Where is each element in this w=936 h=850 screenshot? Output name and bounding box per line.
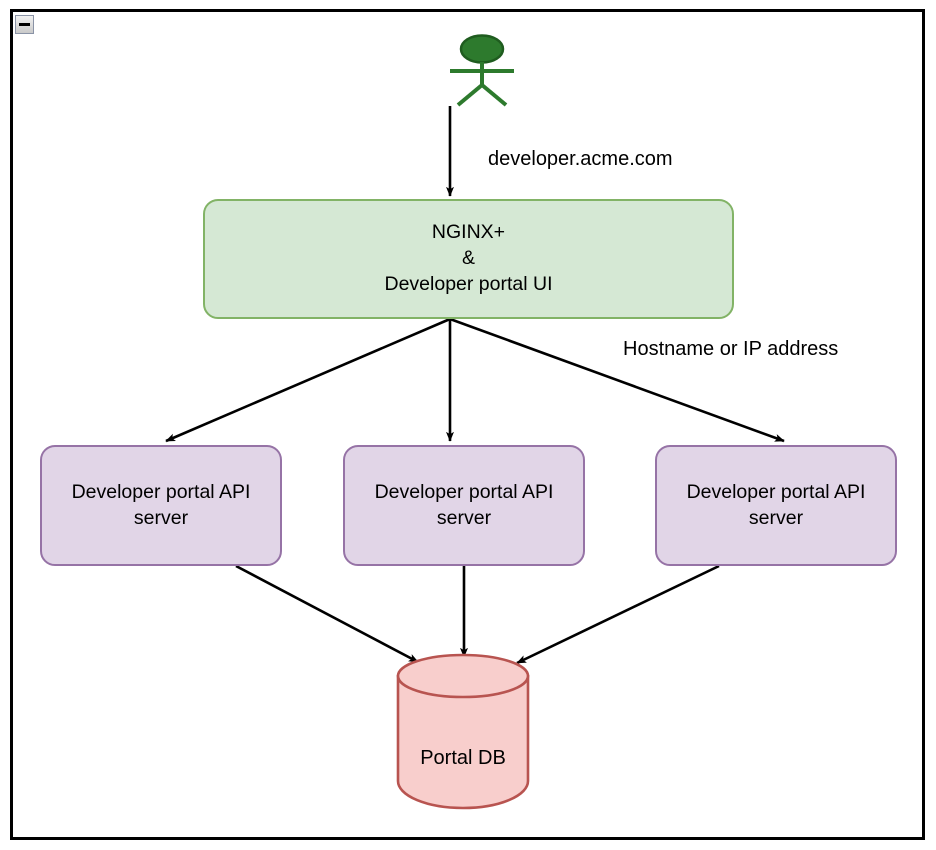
api-node-2-line-2: server	[436, 506, 492, 529]
diagram-frame	[10, 9, 925, 840]
nginx-node-line-2: &	[461, 247, 475, 270]
minus-icon	[19, 23, 30, 26]
node-api-server-1[interactable]: Developer portal API server	[40, 445, 282, 566]
api-node-2-line-1: Developer portal API	[374, 480, 554, 503]
edge-label-hostname-or-ip-address: Hostname or IP address	[623, 338, 839, 360]
api-node-1-line-1: Developer portal API	[71, 480, 251, 503]
portal-db-label: Portal DB	[420, 747, 506, 769]
node-api-server-2[interactable]: Developer portal API server	[343, 445, 585, 566]
node-nginx-developer-portal-ui[interactable]: NGINX+ & Developer portal UI	[203, 199, 734, 319]
node-api-server-3[interactable]: Developer portal API server	[655, 445, 897, 566]
api-node-1-line-2: server	[133, 506, 189, 529]
nginx-node-line-3: Developer portal UI	[384, 272, 553, 295]
collapse-button[interactable]	[15, 15, 34, 34]
api-node-3-line-2: server	[748, 506, 804, 529]
nginx-node-line-1: NGINX+	[431, 221, 506, 244]
api-node-3-line-1: Developer portal API	[686, 480, 866, 503]
edge-label-developer-acme-com: developer.acme.com	[488, 148, 673, 170]
